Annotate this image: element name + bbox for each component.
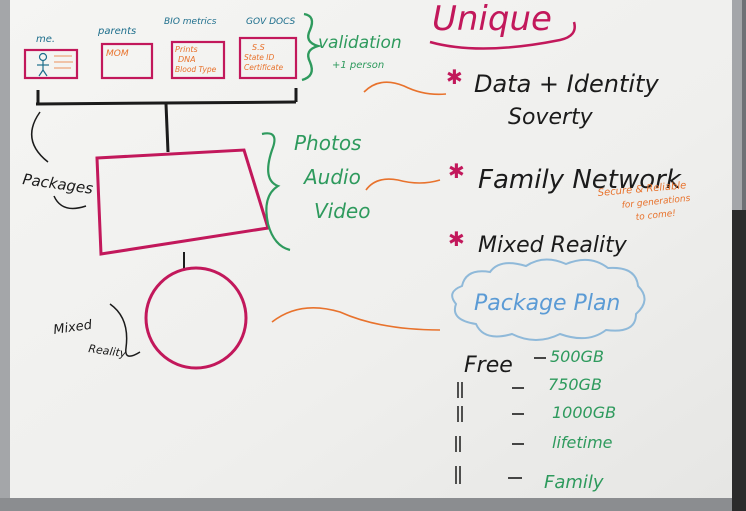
plan-value-2: 750GB (548, 375, 602, 394)
me-scribbles (54, 55, 73, 69)
biometrics-line-3: Blood Type (175, 65, 217, 74)
feature-note-3: to come! (635, 209, 676, 223)
validation-label: validation (318, 33, 402, 53)
plan-price-free: Free (464, 353, 513, 378)
media-audio: Audio (302, 165, 361, 189)
biometrics-line-2: DNA (178, 55, 196, 64)
feature-soverty: Soverty (508, 105, 594, 130)
stick-figure-icon (37, 52, 49, 77)
mixed-label-line-1: Mixed (52, 318, 93, 338)
feature-mixed-reality: Mixed Reality (478, 233, 628, 258)
mixed-reality-circle (144, 266, 248, 370)
biometrics-line-1: Prints (175, 45, 198, 54)
id-boxes-group: me. parents BIO metrics GOV DOCS MOM Pri… (23, 17, 298, 80)
govdocs-line-1: S.S (252, 43, 265, 52)
unique-underline (429, 21, 576, 50)
orange-connector-3 (271, 306, 441, 331)
mixed-label-brace (109, 303, 141, 357)
media-photos: Photos (294, 131, 361, 155)
unique-title: Unique (432, 0, 552, 39)
plan-value-3: 1000GB (552, 403, 616, 422)
validation-sub: +1 person (332, 60, 384, 71)
orange-connector-1 (363, 81, 447, 96)
feature-family-network: Family Network (478, 165, 682, 195)
packages-curve-bottom (53, 195, 87, 210)
box-me (23, 48, 79, 80)
plan-cloud (451, 258, 646, 341)
parents-line-1: MOM (106, 49, 129, 59)
box-header-govdocs: GOV DOCS (246, 17, 296, 27)
govdocs-line-3: Certificate (244, 63, 283, 72)
box-govdocs (238, 36, 298, 80)
orange-connector-2 (365, 178, 441, 191)
package-box (95, 148, 270, 256)
side-object (732, 210, 746, 511)
box-header-parents: parents (97, 26, 136, 37)
plan-title: Package Plan (474, 291, 620, 316)
media-brace (261, 132, 291, 252)
plan-value-1: 500GB (550, 347, 604, 366)
box-parents (100, 42, 154, 80)
star-icon-1: ✱ (446, 67, 463, 89)
box-biometrics (170, 40, 226, 80)
star-icon-3: ✱ (448, 229, 465, 251)
media-video: Video (314, 199, 370, 223)
star-icon-2: ✱ (448, 161, 465, 183)
mixed-label-line-2: Reality (88, 342, 128, 360)
plan-value-4: lifetime (552, 433, 613, 452)
box-header-biometrics: BIO metrics (164, 17, 217, 27)
validation-brace (301, 12, 323, 82)
govdocs-line-2: State ID (244, 53, 274, 62)
marker-tray (0, 498, 742, 511)
packages-curve-top (31, 111, 49, 163)
plan-value-5: Family (544, 472, 604, 493)
feature-data-identity: Data + Identity (474, 70, 659, 98)
plan-list: Free 500GB 750GB 1000GB lifetime Family (455, 347, 616, 493)
box-header-me: me. (36, 34, 55, 45)
boxes-connector (35, 88, 298, 153)
